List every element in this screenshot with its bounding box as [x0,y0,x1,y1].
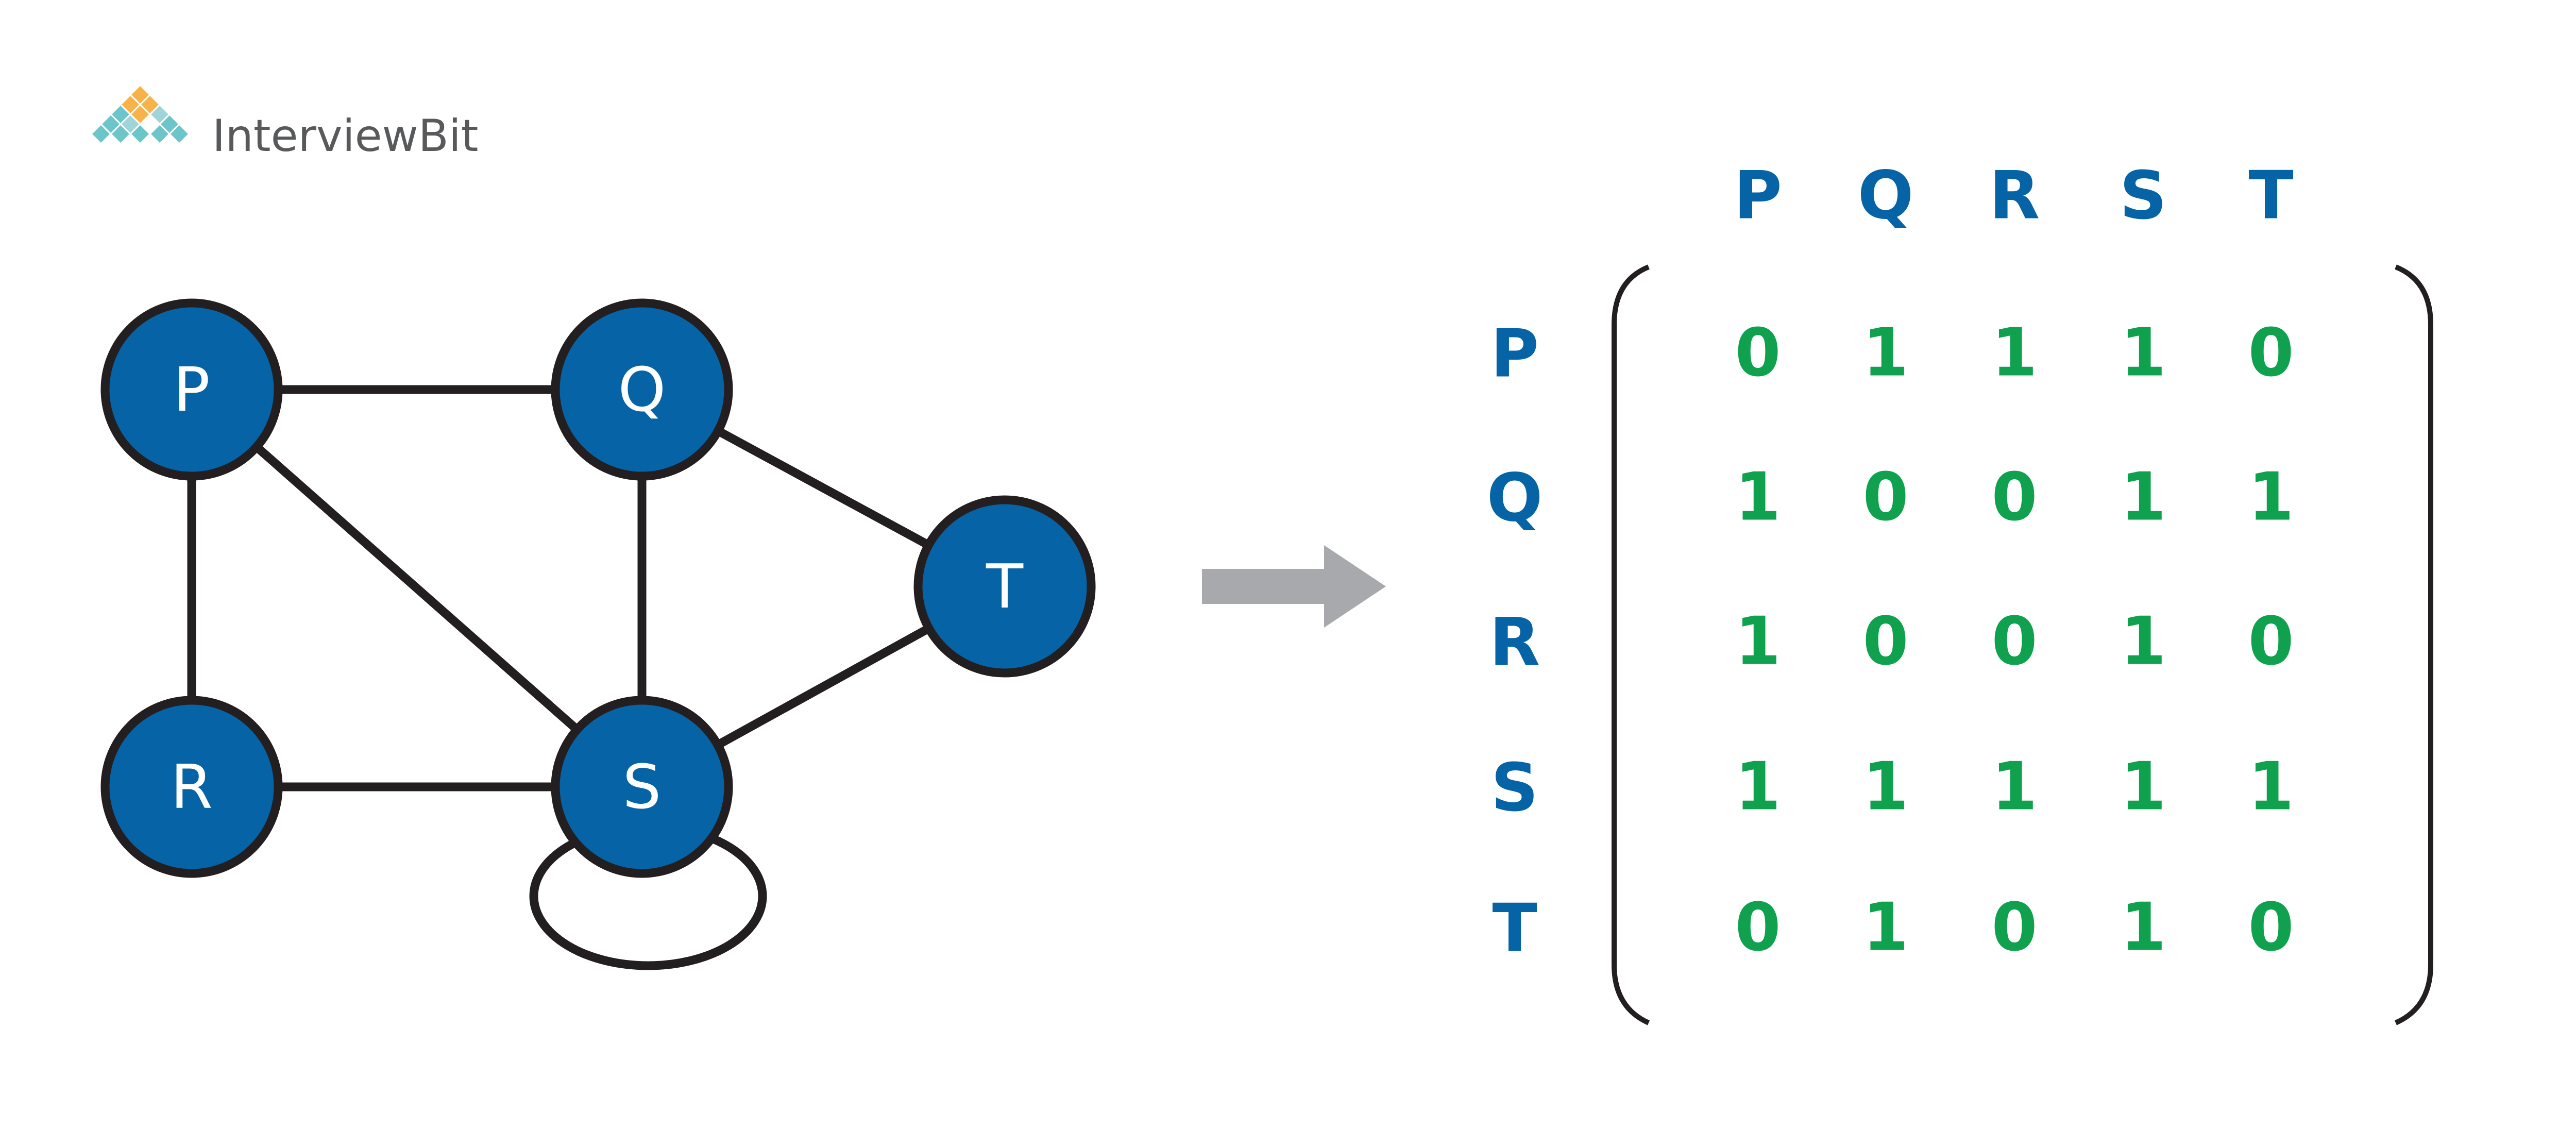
graph-node-s: S [551,696,733,878]
matrix-row-header: T [1492,890,1537,967]
matrix-cell: 1 [2120,315,2166,392]
graph-node-circle [100,696,283,878]
matrix-cell: 1 [1862,889,1908,966]
matrix-row-header: Q [1487,460,1543,537]
matrix-cell: 0 [1862,459,1908,536]
matrix-column-header: T [2248,158,2293,234]
matrix-cell: 1 [2120,889,2166,966]
matrix-cell: 0 [1991,459,2037,536]
graph-node-label: Q [618,354,666,425]
graph-edge-p-s [187,385,647,791]
graph-nodes: P Q R S T [100,298,1096,878]
matrix-cell: 1 [1991,749,2037,825]
matrix-column-header: P [1734,158,1782,234]
graph-node-label: T [986,551,1024,622]
transform-arrow-icon [1202,545,1386,628]
right-bracket [2394,264,2433,1025]
matrix-cell: 1 [1735,459,1781,536]
graph-node-label: R [171,751,213,822]
logo-mark-icon [90,83,191,145]
matrix-cell: 0 [1991,603,2037,680]
matrix-cell: 0 [2248,603,2294,680]
matrix-cell: 0 [2248,889,2294,966]
matrix-cell: 1 [2120,749,2166,825]
matrix-row-header: P [1490,316,1539,393]
logo-diamond [148,123,171,145]
graph-node-label: P [173,354,210,425]
matrix-cell: 1 [1862,315,1908,392]
interviewbit-logo: InterviewBit [90,83,479,162]
matrix-cell: 1 [1735,603,1781,680]
graph-node-circle [100,298,283,481]
matrix-column-header: R [1989,158,2040,234]
matrix-cells: 0 1 1 1 0 1 0 0 1 1 1 0 0 1 0 1 1 1 1 1 0 1 0 1 0 [1735,315,2294,966]
graph-node-q: Q [551,298,733,481]
graph-node-circle [913,495,1096,678]
matrix-row-header: R [1489,604,1540,681]
graph-node-p: P [100,298,283,481]
matrix-cell: 1 [1862,749,1908,825]
matrix-cell: 1 [2248,459,2294,536]
graph-node-circle [551,696,733,878]
logo-diamond [129,123,151,145]
matrix-column-header: S [2120,158,2167,234]
logo-diamond [168,123,191,145]
matrix-column-header: Q [1858,158,1914,234]
graph-node-r: R [100,696,283,878]
logo-diamond [109,123,132,145]
graph-edges [187,385,1009,970]
graph-node-t: T [913,495,1096,678]
matrix-cell: 1 [1735,749,1781,825]
matrix-cell: 1 [2120,459,2166,536]
matrix-cell: 0 [1735,889,1781,966]
logo-text: InterviewBit [212,110,479,162]
matrix-cell: 0 [1991,889,2037,966]
graph-node-circle [551,298,733,481]
matrix-row-header: S [1491,750,1538,827]
matrix-cell: 1 [2120,603,2166,680]
matrix-cell: 0 [1735,315,1781,392]
graph-node-label: S [623,751,662,822]
matrix-cell: 0 [1862,603,1908,680]
logo-diamond [90,123,112,145]
matrix-cell: 1 [2248,749,2294,825]
matrix-cell: 0 [2248,315,2294,392]
matrix-cell: 1 [1991,315,2037,392]
left-bracket [1612,264,1650,1025]
